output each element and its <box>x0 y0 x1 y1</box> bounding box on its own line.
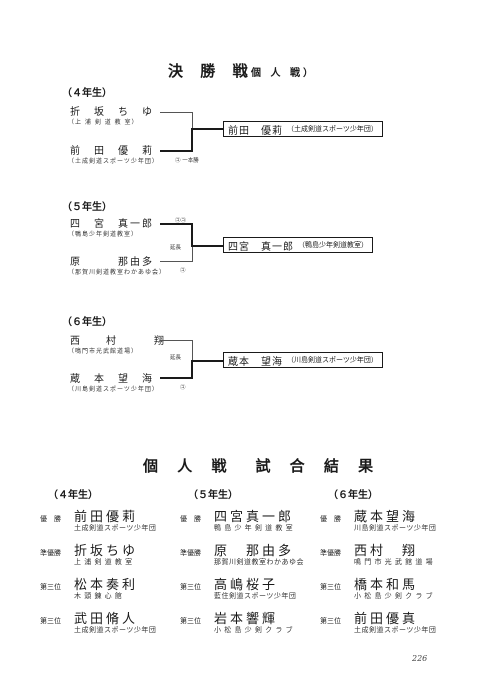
bracket-player-bottom: 原 那由多 <box>70 257 154 268</box>
bracket-line <box>192 340 193 362</box>
bracket-grade-label: （４年生） <box>62 88 112 99</box>
bracket-grade-label: （６年生） <box>62 317 112 328</box>
bracket-winner-box: 蔵本 望海 （川島剣道スポーツ少年団） <box>223 352 383 368</box>
bracket-line <box>192 247 193 262</box>
results-player-club: 木 頭 錬 心 館 <box>74 592 123 600</box>
bracket-player-bottom: 前 田 優 莉 <box>70 146 154 157</box>
results-rank: 第三位 <box>180 583 201 591</box>
bracket-line <box>160 261 192 262</box>
bracket-club-top: （上 浦 剣 道 教 室） <box>68 119 139 126</box>
bracket-line-winner <box>193 245 223 247</box>
bracket-line-winner <box>160 377 193 379</box>
winner-club: （鴨島少年剣道教室） <box>298 241 368 249</box>
results-player-club: 土成剣道スポーツ少年団 <box>74 524 157 532</box>
bracket-club-top: （鴨島少年剣道教室） <box>68 231 139 238</box>
results-rank: 準優勝 <box>180 549 201 557</box>
page-number: 226 <box>412 654 428 663</box>
winner-club: （土成剣道スポーツ少年団） <box>287 125 378 133</box>
results-rank: 第三位 <box>180 617 201 625</box>
bracket-winner-box: 前田 優莉 （土成剣道スポーツ少年団） <box>223 121 383 137</box>
bracket-note: 延長 <box>170 245 182 251</box>
bracket-club-bottom: （川島剣道スポーツ少年団） <box>68 386 159 393</box>
bracket-line <box>160 340 192 341</box>
bracket-club-bottom: （土成剣道スポーツ少年団） <box>68 158 159 165</box>
bracket-grade-label: （５年生） <box>62 202 112 213</box>
results-player-name: 高嶋桜子 <box>214 578 279 593</box>
results-rank: 第三位 <box>320 583 341 591</box>
winner-club: （川島剣道スポーツ少年団） <box>287 356 378 364</box>
results-player-club: 土成剣道スポーツ少年団 <box>74 626 157 634</box>
results-player-name: 武田脩人 <box>74 612 139 627</box>
winner-name: 前田 優莉 <box>228 125 283 137</box>
bracket-note: 延長 <box>170 355 182 361</box>
results-player-name: 四宮真一郎 <box>214 510 295 525</box>
results-rank: 準優勝 <box>40 549 61 557</box>
bracket-player-top: 西 村 翔 <box>70 336 166 347</box>
results-player-club: 川島剣道スポーツ少年団 <box>354 524 437 532</box>
bracket-line-winner <box>191 360 193 379</box>
winner-name: 四宮 真一郎 <box>228 241 294 253</box>
results-rank: 第三位 <box>40 617 61 625</box>
results-player-name: 前田優真 <box>354 612 419 627</box>
results-player-name: 橋本和馬 <box>354 578 419 593</box>
results-rank: 準優勝 <box>320 549 341 557</box>
bracket-club-bottom: （那賀川剣道教室わかあゆ会） <box>68 269 167 276</box>
results-grade-label: （４年生） <box>48 490 98 501</box>
results-player-name: 前田優莉 <box>74 510 139 525</box>
bracket-line-winner <box>191 128 193 152</box>
results-grade-label: （５年生） <box>188 490 238 501</box>
results-rank: 第三位 <box>40 583 61 591</box>
results-player-club: 鴨 島 少 年 剣 道 教 室 <box>214 524 294 532</box>
bracket-note: ㋙ 一本勝 <box>175 158 199 164</box>
winner-name: 蔵本 望海 <box>228 356 283 368</box>
bracket-player-top: 折 坂 ち ゆ <box>70 107 154 118</box>
results-player-club: 藍住剣道スポーツ少年団 <box>214 592 297 600</box>
results-player-club: 小 松 島 少 剣 ク ラ ブ <box>354 592 434 600</box>
results-player-club: 鳴 門 市 光 武 館 道 場 <box>354 558 434 566</box>
results-grade-label: （６年生） <box>328 490 378 501</box>
bracket-player-top: 四 宮 真一郎 <box>70 219 154 230</box>
results-player-name: 原 那由多 <box>214 544 295 559</box>
bracket-line <box>160 112 192 113</box>
bracket-line-winner <box>160 150 193 152</box>
bracket-line-winner <box>193 360 223 362</box>
bracket-line-winner <box>160 223 193 225</box>
results-player-club: 上 浦 剣 道 教 室 <box>74 558 133 566</box>
results-player-name: 折坂ちゆ <box>74 544 139 559</box>
results-rank: 第三位 <box>320 617 341 625</box>
results-player-name: 岩本響輝 <box>214 612 279 627</box>
bracket-line-winner <box>191 223 193 247</box>
results-rank: 優 勝 <box>40 515 61 523</box>
bracket-subtitle: （個 人 戦） <box>238 68 316 79</box>
results-player-club: 土成剣道スポーツ少年団 <box>354 626 437 634</box>
bracket-note: ㋙㋙ <box>175 218 187 224</box>
results-player-club: 那賀川剣道教室わかあゆ会 <box>214 558 304 566</box>
bracket-line-winner <box>193 128 223 130</box>
results-player-name: 蔵本望海 <box>354 510 419 525</box>
bracket-title: 決 勝 戦 <box>168 62 254 80</box>
bracket-note: ㋙ <box>180 268 186 274</box>
bracket-winner-box: 四宮 真一郎 （鴨島少年剣道教室） <box>223 237 373 253</box>
results-rank: 優 勝 <box>180 515 201 523</box>
results-player-name: 西村 翔 <box>354 544 419 559</box>
bracket-club-top: （鳴門市光武館道場） <box>68 348 139 355</box>
results-player-name: 松本奏利 <box>74 578 139 593</box>
results-player-club: 小 松 島 少 剣 ク ラ ブ <box>214 626 294 634</box>
bracket-player-bottom: 蔵 本 望 海 <box>70 374 154 385</box>
results-title: 個 人 戦 試 合 結 果 <box>143 457 381 475</box>
results-rank: 優 勝 <box>320 515 341 523</box>
bracket-note: ㋙ <box>180 385 186 391</box>
